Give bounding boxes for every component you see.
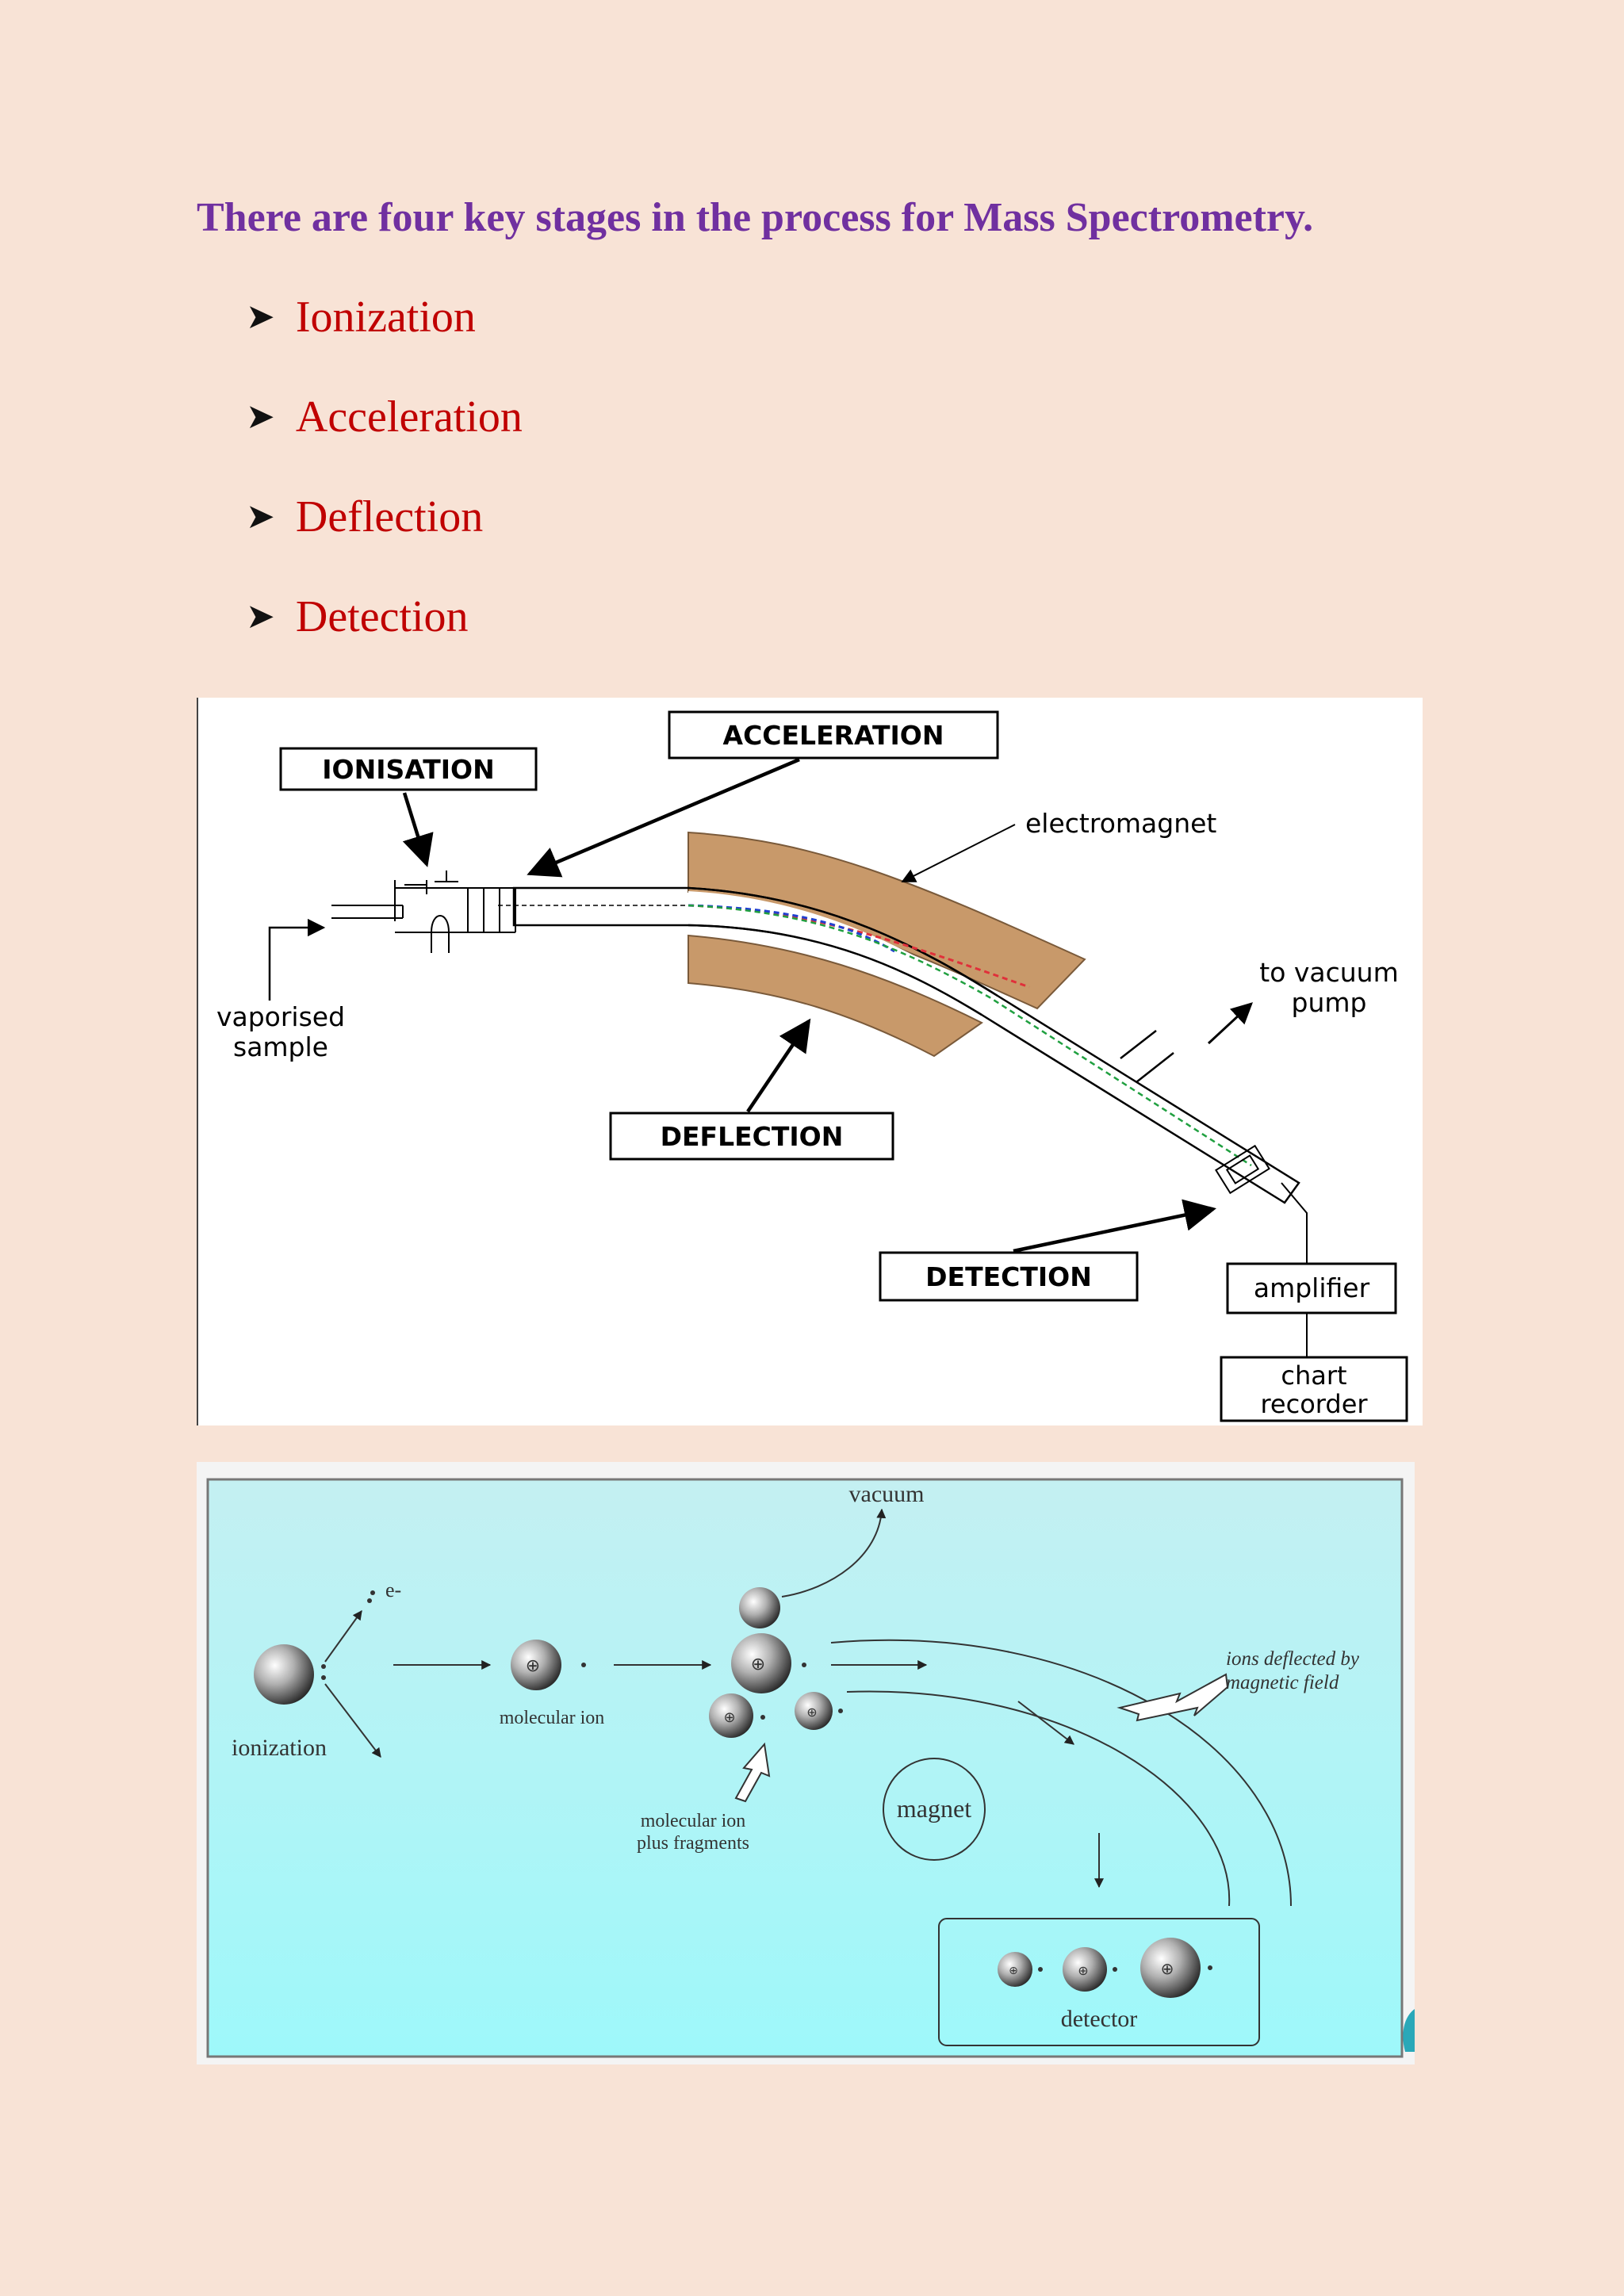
neutral-fragment (739, 1587, 780, 1628)
detection-label: DETECTION (925, 1261, 1092, 1292)
fragments-label-1: molecular ion (641, 1811, 746, 1831)
vacuum-pump-label-1: to vacuum (1259, 957, 1399, 988)
small-fragment-ion (795, 1692, 833, 1730)
ionisation-label: IONISATION (322, 754, 494, 785)
page-heading: There are four key stages in the process… (197, 195, 1314, 240)
magnet-icon (883, 1758, 986, 1861)
small-fragment-ion (709, 1693, 753, 1738)
deflected-label-2: magnetic field (1226, 1672, 1339, 1693)
stage-label: Deflection (295, 492, 484, 541)
detected-ion (1140, 1938, 1201, 1998)
arrow-bullet-icon: ➤ (246, 397, 275, 436)
electromagnet-lower (688, 934, 983, 1058)
svg-text:⊕: ⊕ (723, 1709, 735, 1726)
electron-label: e- (385, 1578, 401, 1601)
detected-ion (998, 1952, 1032, 1987)
svg-text:⊕: ⊕ (526, 1656, 540, 1676)
diagram-panel (206, 1478, 1404, 2058)
deflected-label-1: ions deflected by (1226, 1648, 1360, 1670)
ionisation-chamber (331, 871, 516, 953)
arrow-bullet-icon: ➤ (246, 297, 275, 336)
detection-arrow (1013, 1199, 1216, 1253)
stage-item: ➤ Deflection (246, 492, 523, 591)
molecular-ion (511, 1640, 561, 1690)
vaporised-sample-label-1: vaporised (216, 1001, 345, 1032)
detection-label-box (879, 1251, 1139, 1302)
stage-item: ➤ Detection (246, 591, 523, 691)
deflection-pointer-icon (1116, 1673, 1229, 1722)
vacuum-label: vacuum (849, 1481, 925, 1507)
ionisation-label-box (279, 747, 538, 791)
svg-text:⊕: ⊕ (1009, 1965, 1018, 1977)
ion-path-diagram: vacuum e- ionization ⊕ molecular ion ⊕ ⊕… (197, 1462, 1415, 2064)
detector-label: detector (1061, 2006, 1138, 2032)
inner-arc (846, 1690, 1231, 1907)
sample-inlet-arrow (268, 918, 326, 1001)
magnet-label: magnet (897, 1794, 971, 1823)
stage-item: ➤ Acceleration (246, 392, 523, 492)
electromagnet-arrow (901, 824, 1016, 882)
stage-item: ➤ Ionization (246, 292, 523, 392)
deflection-label: DEFLECTION (661, 1121, 844, 1152)
fragments-label-2: plus fragments (637, 1833, 749, 1854)
ionisation-arrow (402, 792, 434, 867)
corner-decoration (1403, 2009, 1415, 2052)
electromagnet-label: electromagnet (1025, 808, 1216, 839)
svg-text:⊕: ⊕ (1161, 1959, 1174, 1978)
acceleration-label: ACCELERATION (723, 720, 944, 751)
deflection-arrow (746, 1018, 811, 1113)
fragments-pointer-icon (734, 1742, 771, 1803)
ion-beam-green (688, 904, 1252, 1167)
molecular-ion-label: molecular ion (500, 1708, 605, 1728)
vacuum-pump-arrow (1207, 1002, 1253, 1045)
vacuum-arrow (781, 1508, 887, 1598)
acceleration-label-box (668, 710, 999, 760)
svg-text:⊕: ⊕ (806, 1705, 817, 1720)
deflection-label-box (609, 1112, 894, 1161)
vaporised-sample-label-2: sample (233, 1031, 328, 1062)
mass-spectrometer-diagram: IONISATION ACCELERATION DEFLECTION DETEC… (197, 698, 1423, 1425)
neutral-molecule (254, 1644, 314, 1705)
arrow-bullet-icon: ➤ (246, 597, 275, 636)
chart-recorder-label-2: recorder (1260, 1389, 1368, 1419)
detector-icon (1215, 1144, 1270, 1195)
amplifier-box (1226, 1262, 1397, 1314)
svg-text:⊕: ⊕ (1078, 1963, 1088, 1978)
molecular-ion-fragment (731, 1633, 791, 1693)
stage-label: Acceleration (295, 392, 523, 442)
vacuum-outlet (1120, 1030, 1174, 1083)
chart-recorder-label-1: chart (1281, 1360, 1346, 1391)
detected-ion (1063, 1947, 1107, 1992)
chart-recorder-box (1220, 1356, 1408, 1422)
amplifier-label: amplifier (1254, 1272, 1370, 1303)
vacuum-pump-label-2: pump (1292, 987, 1367, 1018)
svg-text:⊕: ⊕ (751, 1655, 765, 1674)
stage-label: Detection (295, 592, 469, 641)
acceleration-arrow (527, 757, 800, 878)
detector-box (938, 1918, 1260, 2046)
stage-list: ➤ Ionization ➤ Acceleration ➤ Deflection ➤ D… (246, 292, 523, 691)
arrow-bullet-icon: ➤ (246, 497, 275, 536)
ionization-label: ionization (232, 1735, 327, 1761)
stage-label: Ionization (295, 293, 476, 342)
